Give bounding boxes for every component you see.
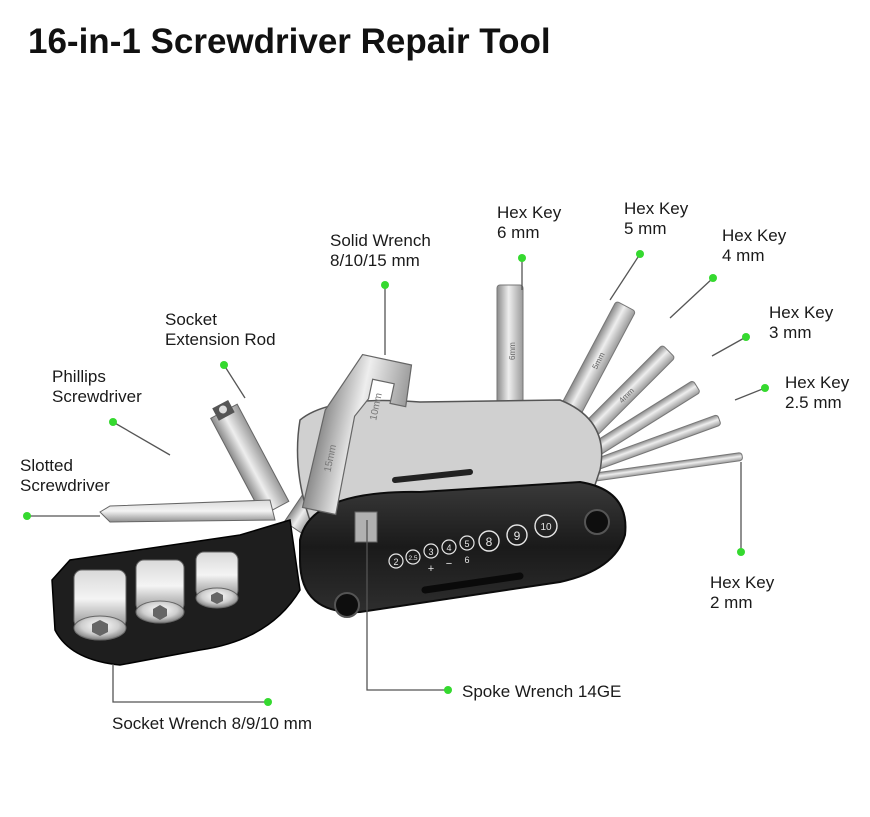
size-mark-2-5: 2.5 <box>405 549 421 565</box>
dot-hex5 <box>636 250 644 258</box>
label-spoke-wrench: Spoke Wrench 14GE <box>462 682 622 701</box>
dot-hex6 <box>518 254 526 262</box>
hex-6-marking: 6mm <box>508 342 517 360</box>
callout-line-hex5 <box>609 253 641 301</box>
dot-hex4 <box>709 274 717 282</box>
label-hex-key-2-5mm: Hex Key 2.5 mm <box>785 373 850 412</box>
spoke-wrench <box>354 511 378 543</box>
phillips-sign: + <box>428 563 434 575</box>
label-hex-key-5mm: Hex Key 5 mm <box>624 199 689 238</box>
label-hex-key-4mm: Hex Key 4 mm <box>722 226 787 265</box>
dot-solid-wrench <box>381 281 389 289</box>
dot-slotted <box>23 512 31 520</box>
size-markings: 2 2.5 3 4 5 8 9 10 + − 6 <box>388 514 558 575</box>
label-hex-key-3mm: Hex Key 3 mm <box>769 303 834 342</box>
label-socket-wrench: Socket Wrench 8/9/10 mm <box>112 714 312 733</box>
label-slotted-screwdriver: Slotted Screwdriver <box>20 456 110 495</box>
dot-hex2 <box>737 548 745 556</box>
dot-socket-ext <box>220 361 228 369</box>
page-title: 16-in-1 Screwdriver Repair Tool <box>28 22 551 61</box>
label-phillips-screwdriver: Phillips Screwdriver <box>52 367 142 406</box>
callout-dots <box>23 250 769 706</box>
size-mark-10: 10 <box>534 514 558 538</box>
callout-line-socket-wrench <box>112 664 268 703</box>
socket-wrench-block <box>51 519 301 666</box>
size-mark-3: 3 <box>423 543 439 559</box>
slotted-size: 6 <box>464 555 469 565</box>
dot-hex25 <box>761 384 769 392</box>
size-mark-9: 9 <box>506 524 528 546</box>
label-hex-key-2mm: Hex Key 2 mm <box>710 573 775 612</box>
callout-line-phillips <box>112 421 171 456</box>
svg-text:3: 3 <box>428 547 433 557</box>
svg-text:4: 4 <box>446 543 451 553</box>
socket-extension-rod <box>210 399 290 517</box>
label-socket-extension-rod: Socket Extension Rod <box>165 310 276 349</box>
label-hex-key-6mm: Hex Key 6 mm <box>497 203 562 242</box>
callout-line-spoke <box>366 520 448 691</box>
socket-8mm <box>195 551 239 609</box>
svg-text:2: 2 <box>393 557 398 567</box>
svg-text:5: 5 <box>464 539 469 549</box>
callout-line-hex4 <box>669 277 714 319</box>
slotted-sign: − <box>446 558 452 570</box>
socket-10mm <box>73 569 127 641</box>
solid-wrench: 10mm 15mm <box>301 353 413 516</box>
svg-text:8: 8 <box>486 535 493 549</box>
callout-lines <box>27 253 766 703</box>
socket-9mm <box>135 559 185 624</box>
callout-line-hex3 <box>711 336 747 357</box>
svg-text:2.5: 2.5 <box>408 555 417 562</box>
svg-text:10: 10 <box>540 522 552 533</box>
size-mark-8: 8 <box>478 530 500 552</box>
dot-hex3 <box>742 333 750 341</box>
dot-spoke <box>444 686 452 694</box>
callout-line-hex25 <box>734 387 766 401</box>
dot-phillips <box>109 418 117 426</box>
slotted-screwdriver-bit <box>99 499 276 523</box>
label-solid-wrench: Solid Wrench 8/10/15 mm <box>330 231 431 270</box>
size-mark-5: 5 <box>459 535 475 551</box>
size-mark-2: 2 <box>388 553 404 569</box>
dot-socket-wrench <box>264 698 272 706</box>
svg-text:9: 9 <box>514 529 521 543</box>
callout-line-socket-ext <box>223 364 246 399</box>
size-mark-4: 4 <box>441 539 457 555</box>
